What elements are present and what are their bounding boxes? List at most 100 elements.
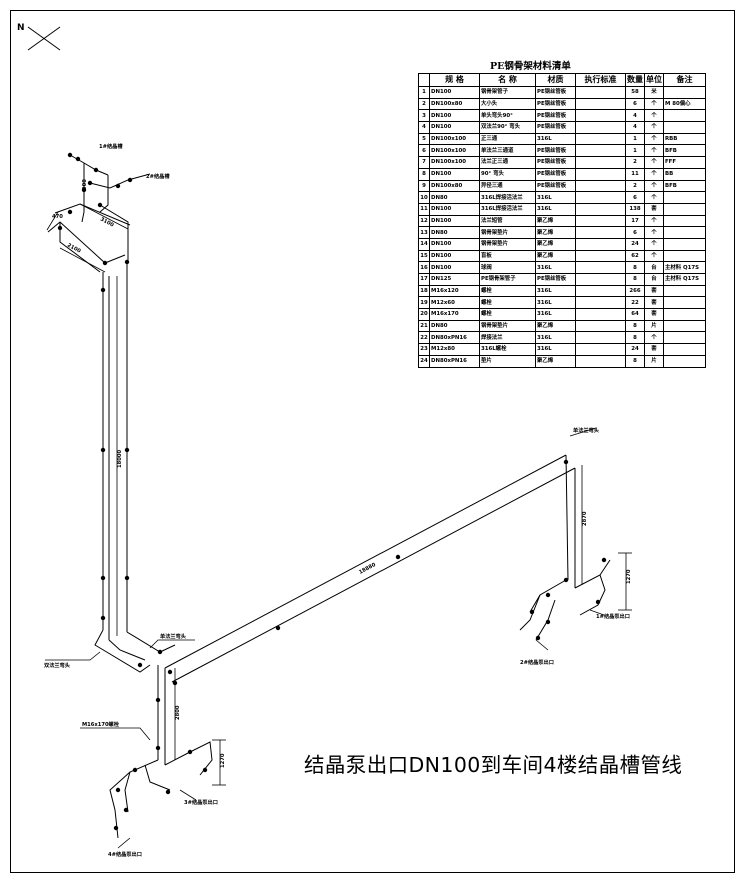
dim-3100: 3100 (99, 216, 115, 228)
bom-cell: 个 (644, 191, 664, 204)
bom-cell: 8 (418, 167, 430, 181)
bom-header-cell: 单位 (644, 73, 664, 87)
bom-cell: BFB (663, 179, 706, 193)
bom-cell: DN80 (429, 319, 480, 333)
bom-header-cell: 规 格 (429, 73, 480, 87)
drawing-frame (10, 10, 735, 873)
bom-cell: 11 (625, 167, 645, 181)
bom-cell: 64 (625, 308, 645, 321)
drawing-title: 结晶泵出口DN100到车间4楼结晶槽管线 (304, 753, 683, 777)
bom-cell: M12x60 (429, 296, 480, 310)
bom-cell: 266 (625, 284, 645, 298)
bom-cell: 4 (625, 109, 645, 123)
bom-cell (575, 202, 626, 216)
bom-cell: 8 (625, 319, 645, 333)
bom-cell: 22 (418, 331, 430, 345)
bom-cell: 个 (644, 167, 664, 181)
dimension-lines (45, 203, 632, 849)
bom-cell (575, 237, 626, 251)
bom-cell (575, 249, 626, 263)
bom-cell: PE钢丝管板 (535, 86, 576, 99)
bom-cell: DN100 (429, 109, 480, 123)
bom-cell: 2 (625, 179, 645, 193)
bom-cell: 异径三通 (479, 179, 536, 193)
bom-cell: 个 (644, 144, 664, 158)
bom-cell: PE钢丝管板 (535, 121, 576, 134)
bom-cell: PE钢骨架管子 (479, 273, 536, 286)
bom-cell: 球阀 (479, 261, 536, 274)
bom-cell: DN100 (429, 214, 480, 228)
bom-cell: PE钢丝管板 (535, 156, 576, 169)
bom-cell: PE钢丝管板 (535, 109, 576, 123)
bom-cell: 大小头 (479, 97, 536, 111)
bom-cell (575, 296, 626, 310)
bom-cell: M 80偏心 (663, 97, 706, 111)
bom-cell: 个 (644, 237, 664, 251)
bom-cell: PE钢丝管板 (535, 97, 576, 111)
bom-cell: 90° 弯头 (479, 167, 536, 181)
bom-cell: 23 (418, 343, 430, 356)
bom-cell: 钢骨架管子 (479, 86, 536, 99)
north-arrow: N (17, 23, 61, 51)
bom-cell: 316L (535, 132, 576, 146)
dim-2870: 2870 (582, 511, 588, 526)
bom-cell: 个 (644, 156, 664, 169)
bom-cell: DN100 (429, 202, 480, 216)
bom-cell (575, 273, 626, 286)
bom-cell: 22 (625, 296, 645, 310)
bom-cell: 24 (625, 237, 645, 251)
bom-cell: 6 (625, 191, 645, 204)
bom-cell: 19 (418, 296, 430, 310)
bom-header-cell: 材质 (535, 73, 576, 87)
pipe-lines (47, 154, 611, 839)
label-bolt-note: M16x170螺栓 (82, 720, 120, 728)
bom-cell: 316L (535, 343, 576, 356)
bom-cell: 单法兰三通道 (479, 144, 536, 158)
bom-cell: DN80xPN16 (429, 354, 480, 368)
bom-cell: PE钢丝管板 (535, 167, 576, 181)
bom-cell (575, 284, 626, 298)
bom-cell (575, 308, 626, 321)
bom-cell: 58 (625, 86, 645, 99)
bom-cell (663, 109, 706, 123)
bom-cell (663, 237, 706, 251)
bom-cell: 62 (625, 249, 645, 263)
bom-cell: 20 (418, 308, 430, 321)
bom-cell: 24 (418, 354, 430, 368)
bom-cell: 16 (418, 261, 430, 274)
fitting-markers (57, 152, 607, 831)
bom-cell (663, 308, 706, 321)
bom-cell: DN100x80 (429, 179, 480, 193)
bom-cell: DN100 (429, 86, 480, 99)
bom-cell: 24 (625, 343, 645, 356)
bom-cell: 6 (625, 97, 645, 111)
bom-cell (663, 343, 706, 356)
bom-cell: 个 (644, 214, 664, 228)
bom-cell: 个 (644, 179, 664, 193)
bom-cell: 片 (644, 319, 664, 333)
bom-cell: 个 (644, 121, 664, 134)
bom-cell: 3 (418, 109, 430, 123)
bom-cell: 316L (535, 296, 576, 310)
bom-cell: 1 (418, 86, 430, 99)
bom-cell: DN100x100 (429, 144, 480, 158)
bom-cell: 台 (644, 261, 664, 274)
bom-cell: PE钢丝管板 (535, 179, 576, 193)
dim-1270-left: 1270 (220, 753, 226, 768)
bom-cell: 盲板 (479, 249, 536, 263)
bom-cell (663, 249, 706, 263)
bom-cell: 双法兰90° 弯头 (479, 121, 536, 134)
bom-cell: 8 (625, 273, 645, 286)
bom-cell (575, 132, 626, 146)
bom-cell (575, 167, 626, 181)
dim-1270-right: 1270 (626, 569, 632, 584)
bom-cell: M12x80 (429, 343, 480, 356)
